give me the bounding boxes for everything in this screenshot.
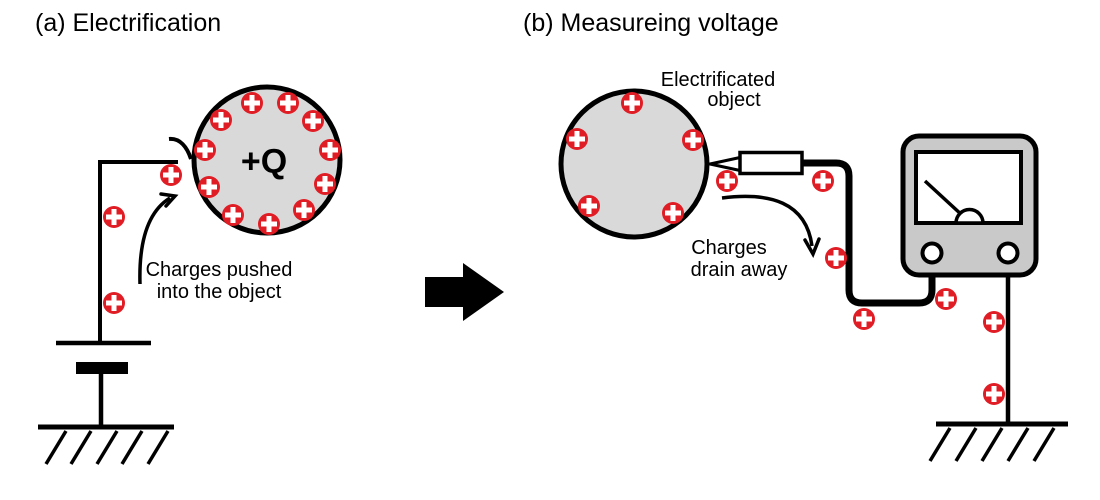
right-arrow-icon <box>425 263 504 321</box>
wire-a <box>98 136 193 341</box>
caption-line: Charges pushed <box>145 259 293 281</box>
caption-charges-drain-line2: drain away <box>690 259 788 281</box>
ground-symbol-a <box>38 424 174 465</box>
battery-symbol <box>56 340 151 426</box>
resistor-symbol <box>738 150 804 176</box>
panel-b-title: (b) Measureing voltage <box>523 9 779 37</box>
hook-connector <box>168 136 193 160</box>
push-arrow-icon <box>138 192 179 285</box>
meter-needle <box>923 179 965 218</box>
caption-charges-pushed: Charges pushed into the object <box>146 259 293 303</box>
panel-a-title: (a) Electrification <box>35 9 222 37</box>
probe-tip <box>708 156 742 172</box>
electrificated-object-label-line1: Electrificated <box>660 69 776 91</box>
caption-line: into the object <box>156 281 282 303</box>
electrificated-object-label-line2: object <box>707 89 761 111</box>
terminal-right <box>996 241 1020 265</box>
ground-symbol-b <box>928 421 1068 462</box>
caption-charges-drain-line1: Charges <box>691 237 767 259</box>
probe-cable <box>802 159 936 307</box>
needle-pivot <box>954 207 985 225</box>
charged-object-b <box>558 88 710 240</box>
voltmeter <box>900 133 1039 278</box>
object-charge-label: +Q <box>240 142 288 181</box>
drain-arrow-icon <box>721 194 821 259</box>
terminal-left <box>920 241 944 265</box>
